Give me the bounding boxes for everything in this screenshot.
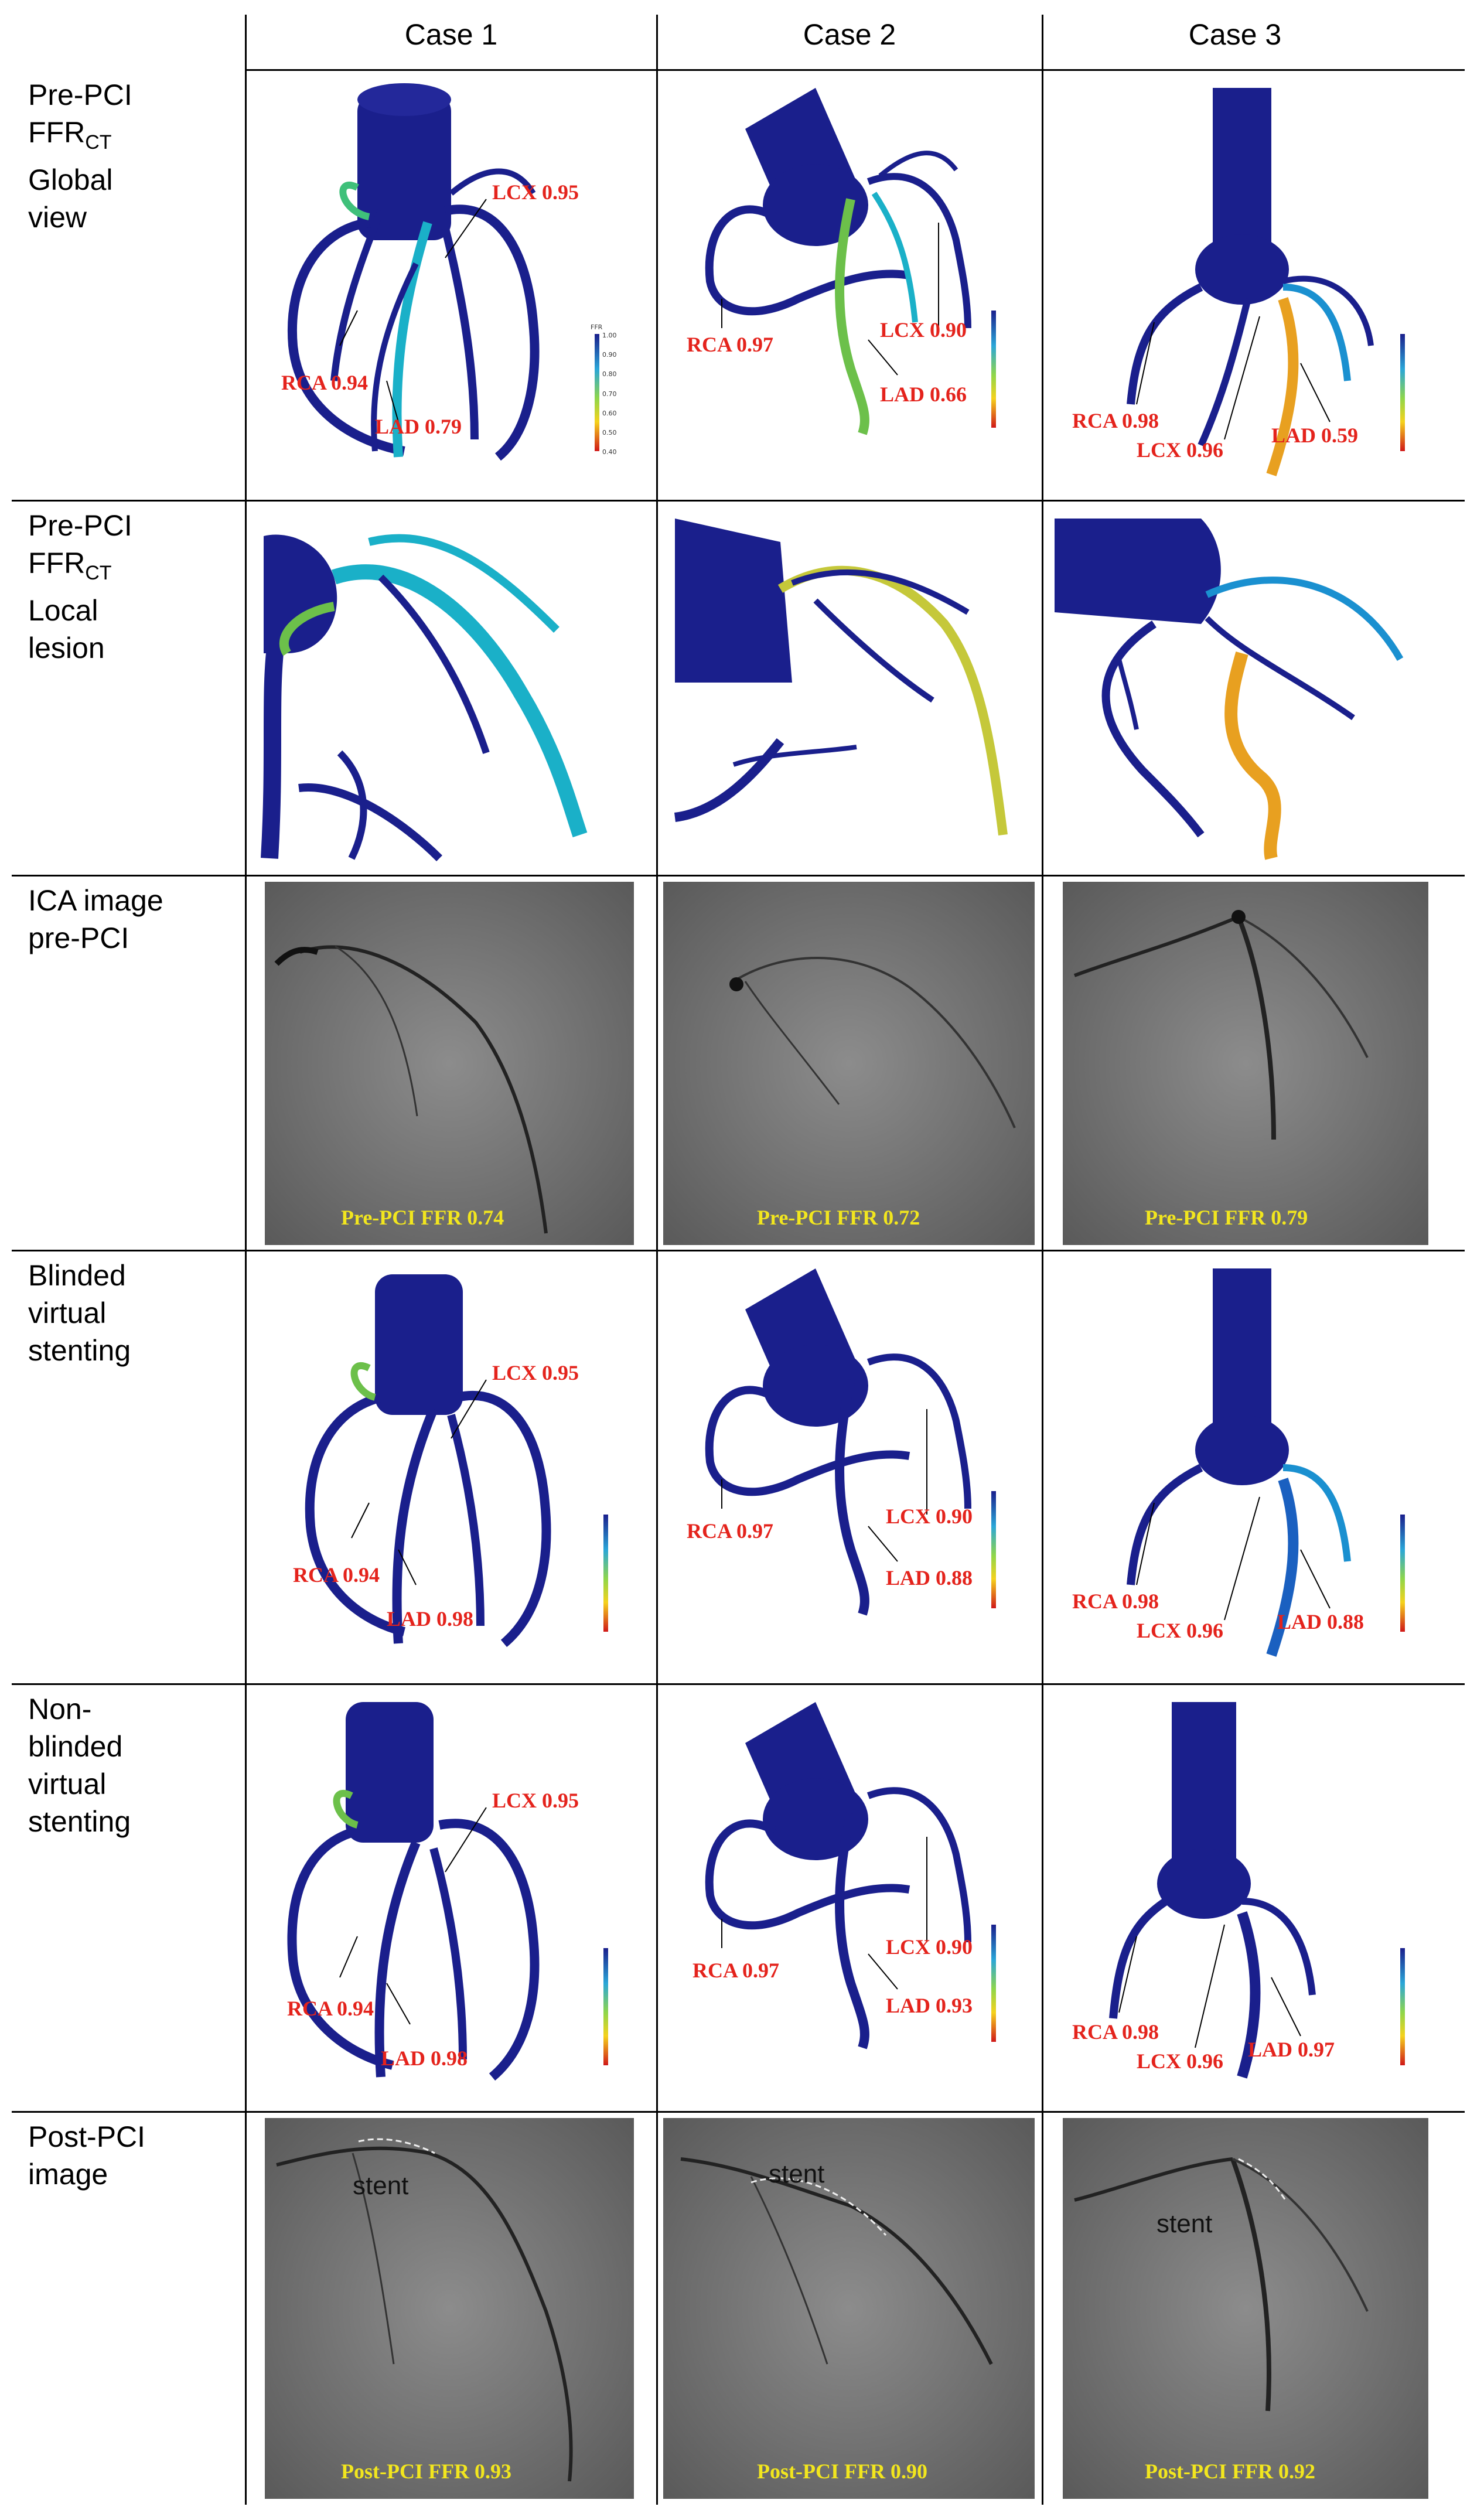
column-header-case-3: Case 3 [1188,18,1282,51]
nonblinded-2-lad-label: LAD 0.93 [886,1994,973,2017]
pre-global-1-rca-label: RCA 0.94 [281,371,368,394]
row-divider-4 [12,1683,1465,1685]
blinded-1-lad-label: LAD 0.98 [387,1607,473,1631]
post-2-stent-label: stent [769,2160,824,2188]
svg-text:0.60: 0.60 [602,410,617,417]
row-label-post-pci: Post-PCI image [28,2120,146,2191]
pre-local-case-1 [252,507,650,870]
post-1-stent-label: stent [353,2171,408,2200]
row-divider-1 [12,500,1465,502]
blinded-3-lcx-label: LCX 0.96 [1137,1619,1223,1642]
col-divider-1 [245,15,247,2505]
ffr-colorbar: FFR 1.00 0.90 0.80 0.70 0.60 0.50 0.40 [591,323,617,456]
nonblinded-2-rca-label: RCA 0.97 [692,1959,779,1982]
row-label-pre-pci-global: Pre-PCI FFRCT Global view [28,79,132,234]
blinded-2-lad-label: LAD 0.88 [886,1566,973,1590]
pre-global-case-2: RCA 0.97 LCX 0.90 LAD 0.66 [663,76,1038,495]
pre-global-2-lcx-label: LCX 0.90 [880,318,967,342]
post-1-ffr-label: Post-PCI FFR 0.93 [341,2460,511,2483]
post-case-2: stent Post-PCI FFR 0.90 [663,2118,1035,2499]
nonblinded-1-lcx-label: LCX 0.95 [492,1789,579,1812]
nonblinded-case-3: RCA 0.98 LCX 0.96 LAD 0.97 [1049,1690,1459,2106]
nonblinded-3-lcx-label: LCX 0.96 [1137,2049,1223,2073]
blinded-case-2: RCA 0.97 LCX 0.90 LAD 0.88 [663,1257,1038,1679]
pre-global-3-lad-label: LAD 0.59 [1271,424,1358,447]
blinded-1-lcx-label: LCX 0.95 [492,1361,579,1384]
svg-text:0.70: 0.70 [602,390,617,398]
blinded-case-3: RCA 0.98 LCX 0.96 LAD 0.88 [1049,1257,1459,1679]
column-header-case-1: Case 1 [404,18,498,51]
pre-global-1-lcx-label: LCX 0.95 [492,180,579,204]
ica-pre-1-ffr-label: Pre-PCI FFR 0.74 [341,1206,504,1229]
svg-text:0.50: 0.50 [602,429,617,436]
pre-global-case-3: RCA 0.98 LCX 0.96 LAD 0.59 [1049,76,1459,495]
pre-global-1-lad-label: LAD 0.79 [375,415,462,438]
row-label-blinded: Blinded virtual stenting [28,1259,131,1367]
nonblinded-1-lad-label: LAD 0.98 [381,2047,468,2070]
pre-local-case-2 [663,507,1038,870]
ica-pre-2-ffr-label: Pre-PCI FFR 0.72 [757,1206,920,1229]
svg-text:0.90: 0.90 [602,351,617,359]
row-label-pre-pci-local: Pre-PCI FFRCT Local lesion [28,509,132,664]
pre-global-2-lad-label: LAD 0.66 [880,383,967,406]
row-label-nonblinded: Non- blinded virtual stenting [28,1693,131,1838]
ica-pre-case-2: Pre-PCI FFR 0.72 [663,882,1035,1245]
blinded-1-rca-label: RCA 0.94 [293,1563,380,1587]
col-divider-2 [656,15,658,2505]
pre-global-2-rca-label: RCA 0.97 [687,333,773,356]
nonblinded-3-rca-label: RCA 0.98 [1072,2020,1159,2044]
post-3-stent-label: stent [1157,2209,1212,2238]
post-case-3: stent Post-PCI FFR 0.92 [1063,2118,1428,2499]
pre-global-case-1: LCX 0.95 RCA 0.94 LAD 0.79 FFR 1.00 0.90… [252,76,650,495]
blinded-case-1: LCX 0.95 RCA 0.94 LAD 0.98 [252,1257,650,1679]
row-divider-3 [12,1250,1465,1251]
ica-pre-case-3: Pre-PCI FFR 0.79 [1063,882,1428,1245]
column-header-case-2: Case 2 [803,18,896,51]
ica-pre-case-1: Pre-PCI FFR 0.74 [265,882,634,1245]
nonblinded-case-1: LCX 0.95 RCA 0.94 LAD 0.98 [252,1690,650,2106]
nonblinded-3-lad-label: LAD 0.97 [1248,2038,1335,2061]
row-label-ica-pre: ICA image pre-PCI [28,884,163,954]
pre-global-3-lcx-label: LCX 0.96 [1137,438,1223,462]
svg-text:FFR: FFR [591,323,603,331]
nonblinded-1-rca-label: RCA 0.94 [287,1997,374,2020]
blinded-3-rca-label: RCA 0.98 [1072,1590,1159,1613]
row-divider-2 [12,875,1465,876]
post-3-ffr-label: Post-PCI FFR 0.92 [1145,2460,1315,2483]
ica-pre-3-ffr-label: Pre-PCI FFR 0.79 [1145,1206,1308,1229]
post-2-ffr-label: Post-PCI FFR 0.90 [757,2460,927,2483]
col-divider-3 [1042,15,1043,2505]
post-case-1: stent Post-PCI FFR 0.93 [265,2118,634,2499]
nonblinded-case-2: RCA 0.97 LCX 0.90 LAD 0.93 [663,1690,1038,2106]
pre-global-3-rca-label: RCA 0.98 [1072,409,1159,432]
nonblinded-2-lcx-label: LCX 0.90 [886,1935,973,1959]
blinded-2-lcx-label: LCX 0.90 [886,1505,973,1528]
blinded-3-lad-label: LAD 0.88 [1277,1610,1364,1633]
svg-text:0.40: 0.40 [602,448,617,456]
svg-text:0.80: 0.80 [602,370,617,378]
row-divider-5 [12,2111,1465,2113]
table-top-rule [246,69,1465,71]
blinded-2-rca-label: RCA 0.97 [687,1519,773,1543]
pre-local-case-3 [1049,507,1459,870]
svg-text:1.00: 1.00 [602,332,617,339]
